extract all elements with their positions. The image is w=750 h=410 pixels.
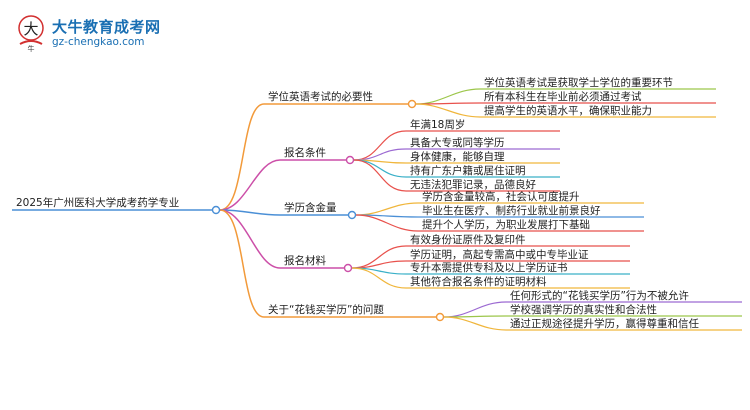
branch-to-leaf-connector <box>443 301 507 318</box>
branch-to-leaf-connector <box>355 214 419 232</box>
branch-to-leaf-connector <box>353 130 407 161</box>
branch-to-leaf-connector <box>353 159 407 192</box>
branch-to-leaf-connector <box>353 148 407 161</box>
branch-to-leaf-connector <box>443 316 507 331</box>
leaf-node: 学位英语考试是获取学士学位的重要环节 <box>484 77 673 89</box>
leaf-node: 年满18周岁 <box>410 119 466 131</box>
leaf-node: 提高学生的英语水平，确保职业能力 <box>484 105 652 117</box>
branch-node-dot <box>407 99 417 109</box>
leaf-node: 身体健康，能够自理 <box>410 151 505 163</box>
root-to-branch-connector <box>219 209 281 216</box>
branch-materials: 报名材料 <box>284 255 326 267</box>
branch-fake-degree: 关于“花钱买学历”的问题 <box>268 304 384 316</box>
leaf-node: 通过正规途径提升学历，赢得尊重和信任 <box>510 318 699 330</box>
root-node-dot <box>211 205 221 215</box>
logo: 大 牛 大牛教育成考网 gz-chengkao.com <box>14 14 164 54</box>
svg-text:牛: 牛 <box>28 44 35 52</box>
root-to-branch-connector <box>219 103 265 211</box>
branch-value: 学历含金量 <box>284 202 337 214</box>
bull-logo-icon: 大 牛 <box>18 15 44 52</box>
leaf-node: 持有广东户籍或居住证明 <box>410 165 526 177</box>
leaf-node: 毕业生在医疗、制药行业就业前景良好 <box>422 205 601 217</box>
leaf-node: 提升个人学历，为职业发展打下基础 <box>422 219 590 231</box>
logo-title: 大牛教育成考网 <box>52 18 161 36</box>
leaf-node: 学历含金量较高，社会认可度提升 <box>422 191 580 203</box>
leaf-node: 具备大专或同等学历 <box>410 137 505 149</box>
leaf-node: 有效身份证原件及复印件 <box>410 234 526 246</box>
branch-conditions: 报名条件 <box>284 147 326 159</box>
logo-url: gz-chengkao.com <box>52 36 145 48</box>
branch-necessity: 学位英语考试的必要性 <box>268 91 373 103</box>
branch-to-leaf-connector <box>415 88 481 105</box>
leaf-node: 无违法犯罪记录，品德良好 <box>410 179 536 191</box>
root-to-branch-connector <box>219 209 265 318</box>
branch-node-dot <box>343 263 353 273</box>
svg-text:大: 大 <box>23 20 38 38</box>
root-to-branch-connector <box>219 159 281 211</box>
branch-node-dot <box>435 312 445 322</box>
root-to-branch-connector <box>219 209 281 269</box>
leaf-node: 专升本需提供专科及以上学历证书 <box>410 262 568 274</box>
leaf-node: 任何形式的“花钱买学历”行为不被允许 <box>510 290 689 302</box>
branch-node-dot <box>345 155 355 165</box>
branch-to-leaf-connector <box>351 267 407 289</box>
branch-to-leaf-connector <box>415 103 481 118</box>
leaf-node: 所有本科生在毕业前必须通过考试 <box>484 91 642 103</box>
branch-node-dot <box>347 210 357 220</box>
root-node: 2025年广州医科大学成考药学专业 <box>16 197 180 209</box>
leaf-node: 学历证明，高起专需高中或中专毕业证 <box>410 249 589 261</box>
leaf-node: 学校强调学历的真实性和合法性 <box>510 304 657 316</box>
branch-to-leaf-connector <box>355 202 419 216</box>
leaf-node: 其他符合报名条件的证明材料 <box>410 276 547 288</box>
